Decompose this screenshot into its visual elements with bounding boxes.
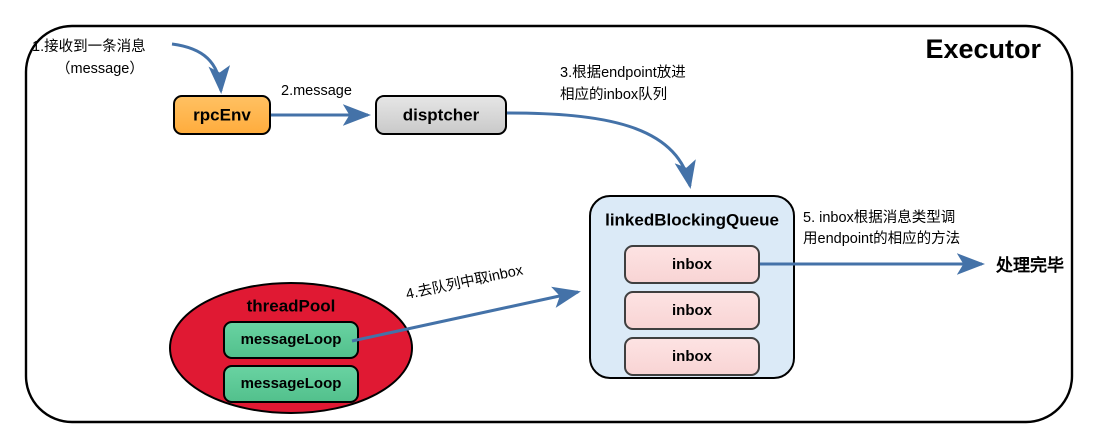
node-threadpool[interactable]: threadPool messageLoop messageLoop xyxy=(169,282,413,414)
messageloop-label-1: messageLoop xyxy=(241,331,342,348)
annotation-step3-line1: 3.根据endpoint放进 xyxy=(560,64,686,81)
done-label: 处理完毕 xyxy=(995,255,1064,275)
inbox-label-2: inbox xyxy=(672,302,713,319)
dispatcher-label: disptcher xyxy=(403,105,480,124)
dispatcher-box[interactable] xyxy=(375,95,507,135)
inbox-label-1: inbox xyxy=(672,256,713,273)
annotation-step1-line2: （message） xyxy=(56,60,144,77)
arrow-step4 xyxy=(351,286,581,343)
annotation-step1-line1: 1.接收到一条消息 xyxy=(32,38,146,55)
queue-box[interactable] xyxy=(589,195,795,379)
arrow-step3 xyxy=(506,111,696,189)
node-linked-blocking-queue[interactable]: linkedBlockingQueue inbox inbox inbox xyxy=(589,195,795,379)
messageloop-item-2[interactable]: messageLoop xyxy=(223,365,359,403)
messageloop-label-2: messageLoop xyxy=(241,375,342,392)
inbox-box-3[interactable] xyxy=(624,337,760,376)
annotation-step5-line1: 5. inbox根据消息类型调 xyxy=(803,209,955,226)
messageloop-box-2[interactable] xyxy=(223,365,359,403)
page-title: Executor xyxy=(925,34,1041,64)
arrow-step1 xyxy=(171,42,231,94)
inbox-box-2[interactable] xyxy=(624,291,760,330)
inbox-label-3: inbox xyxy=(672,348,713,365)
annotation-step2: 2.message xyxy=(281,83,352,99)
threadpool-label: threadPool xyxy=(247,296,336,315)
rpcenv-box[interactable] xyxy=(173,95,271,135)
inbox-item-2[interactable]: inbox xyxy=(624,291,760,330)
inbox-item-1[interactable]: inbox xyxy=(624,245,760,284)
messageloop-item-1[interactable]: messageLoop xyxy=(223,321,359,359)
node-dispatcher[interactable]: disptcher xyxy=(375,95,507,135)
rpcenv-label: rpcEnv xyxy=(193,105,251,124)
annotation-step5-line2: 用endpoint的相应的方法 xyxy=(803,229,960,247)
inbox-box-1[interactable] xyxy=(624,245,760,284)
queue-label: linkedBlockingQueue xyxy=(605,210,779,229)
node-rpcenv[interactable]: rpcEnv xyxy=(173,95,271,135)
inbox-item-3[interactable]: inbox xyxy=(624,337,760,376)
annotation-step3-line2: 相应的inbox队列 xyxy=(560,85,667,103)
